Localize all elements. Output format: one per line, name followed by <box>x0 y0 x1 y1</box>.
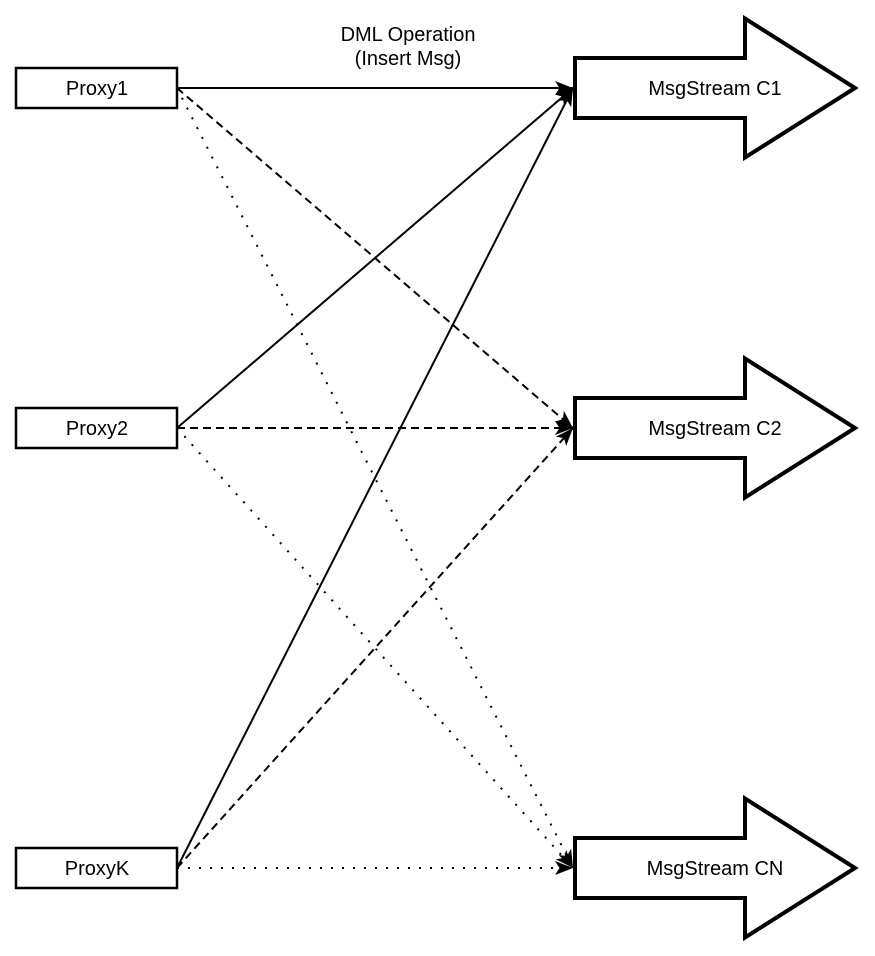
proxyk-label: ProxyK <box>65 858 130 880</box>
msgstream-c1-arrow-shape <box>573 14 859 162</box>
edge-proxy2-to-cn-dotted <box>176 427 574 869</box>
proxy1-label: Proxy1 <box>66 78 128 100</box>
edge-proxyk-to-c1-solid <box>176 87 574 869</box>
node-proxyk: ProxyK <box>14 846 179 890</box>
edge-proxy1-to-c2-dashed <box>176 87 574 429</box>
proxy2-box <box>14 406 179 450</box>
edge-layer <box>176 81 574 875</box>
edge-proxyk-to-c2-dashed <box>176 427 574 869</box>
node-proxy1: Proxy1 <box>14 66 179 110</box>
node-msgstream-c2: MsgStream C2 <box>573 354 859 502</box>
annotation-line1: DML Operation <box>341 24 476 46</box>
msgstream-c2-arrow-shape <box>573 354 859 502</box>
proxy1-box <box>14 66 179 110</box>
node-msgstream-cn: MsgStream CN <box>573 794 859 942</box>
msgstream-c1-label: MsgStream C1 <box>648 78 781 100</box>
proxyk-box <box>14 846 179 890</box>
msgstream-cn-arrow-shape <box>573 794 859 942</box>
msgstream-c2-label: MsgStream C2 <box>648 418 781 440</box>
annotation-line2: (Insert Msg) <box>355 48 462 70</box>
node-msgstream-c1: MsgStream C1 <box>573 14 859 162</box>
msgstream-cn-label: MsgStream CN <box>647 858 784 880</box>
node-proxy2: Proxy2 <box>14 406 179 450</box>
proxy2-label: Proxy2 <box>66 418 128 440</box>
